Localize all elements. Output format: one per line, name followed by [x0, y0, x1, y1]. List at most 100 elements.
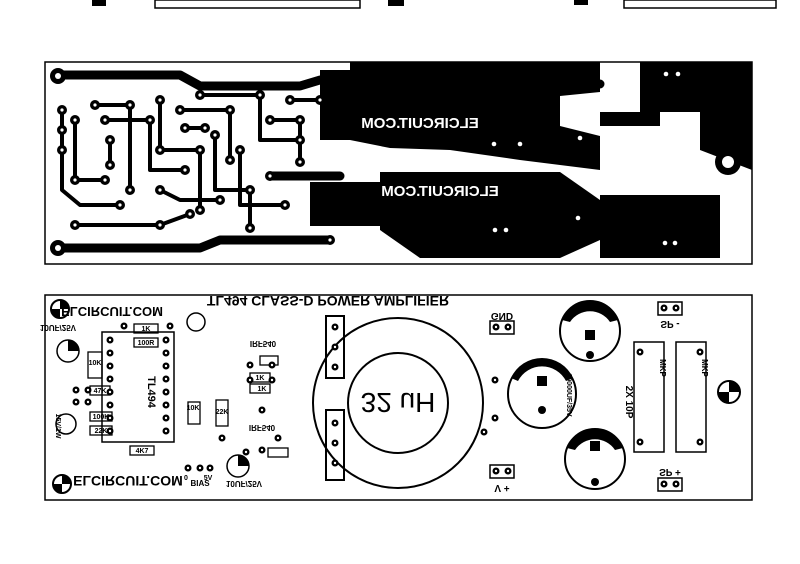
- strip-outline: [154, 0, 361, 9]
- silk-pad-drill: [506, 325, 510, 329]
- silk-resistor: [87, 351, 103, 379]
- silk-pad-drill: [698, 350, 702, 354]
- silk-pad-drill: [108, 403, 112, 407]
- resistor-label: 100K: [93, 414, 110, 421]
- sp-minus-connector: [657, 301, 683, 316]
- copper-pads: [57, 90, 335, 245]
- copper-watermark-1: ELCIRCUIT.COM: [361, 115, 479, 132]
- copper-pad-drill: [298, 138, 302, 142]
- tr-label-1: IRF540: [250, 339, 277, 348]
- silk-pad-drill: [506, 469, 510, 473]
- mounting-hole-drill: [55, 73, 61, 79]
- silk-pad-drill: [662, 482, 666, 486]
- silk-pad-drill: [482, 430, 486, 434]
- copper-pad-drill: [228, 108, 232, 112]
- silk-pad-drill: [164, 403, 168, 407]
- silk-pad-drill: [164, 364, 168, 368]
- small-label: 22K: [216, 409, 229, 416]
- silk-pad-drill: [164, 429, 168, 433]
- copper-pad-drill: [158, 98, 162, 102]
- cap-bias-label: 10UF/25V: [226, 479, 263, 488]
- trace: [475, 79, 605, 117]
- copper-pad-drill: [108, 138, 112, 142]
- silk-pad-drill: [108, 351, 112, 355]
- gnd-label: GND: [491, 310, 513, 321]
- silk-pad-drill: [164, 416, 168, 420]
- copper-pad-drill: [238, 148, 242, 152]
- sp-plus-label: SP +: [659, 466, 681, 477]
- trace: [198, 93, 302, 142]
- silk-pad-drill: [108, 364, 112, 368]
- resistor-label: 100R: [138, 340, 155, 347]
- bias-label: BIAS: [190, 479, 210, 488]
- drill: [675, 71, 681, 77]
- vplus-label: V +: [494, 482, 509, 493]
- silk-pad-drill: [186, 466, 190, 470]
- copper-pad-drill: [128, 188, 132, 192]
- silk-pad-drill: [638, 440, 642, 444]
- silk-pad-drill: [86, 388, 90, 392]
- trace: [55, 70, 325, 91]
- cap-polarity: [68, 340, 79, 351]
- cap-small: [186, 312, 206, 332]
- copper-pad-drill: [218, 198, 222, 202]
- copper-pad-drill: [213, 133, 217, 137]
- copper-pad-drill: [328, 238, 332, 242]
- silk-pad-drill: [164, 338, 168, 342]
- inductor-toroid: 32 uH: [312, 317, 484, 489]
- copper-pad-drill: [268, 118, 272, 122]
- cap-pad: [538, 406, 546, 414]
- silk-title: TL494 CLASS-D POWER AMPLIFIER: [207, 293, 449, 309]
- connectors: GND V + SP - SP +: [489, 301, 683, 493]
- silk-mounting-holes: [50, 299, 741, 494]
- silk-pad-drill: [198, 466, 202, 470]
- small-label: 10K: [187, 405, 200, 412]
- small-label: 0: [184, 475, 188, 482]
- copper-pad-drill: [283, 203, 287, 207]
- copper-pad-drill: [248, 188, 252, 192]
- top-cropped-strip: [92, 0, 777, 9]
- toroid-outer: [312, 317, 484, 489]
- copper-pad-drill: [158, 223, 162, 227]
- silk-pad-drill: [208, 466, 212, 470]
- silk-resistor: [267, 447, 289, 458]
- copper-watermark-2: ELCIRCUIT.COM: [381, 183, 499, 200]
- silk-pad-drill: [248, 363, 252, 367]
- copper-pad-drill: [103, 178, 107, 182]
- drill: [517, 141, 523, 147]
- cap-pad: [585, 330, 595, 340]
- cap-pad: [590, 441, 600, 451]
- copper-pad-drill: [198, 208, 202, 212]
- silk-pad-drill: [108, 390, 112, 394]
- mounting-hole-drill: [55, 245, 61, 251]
- cap-stripe: [562, 300, 618, 322]
- copper-plane-upper: [350, 62, 600, 170]
- mkp-cap-1: [633, 341, 665, 453]
- toroid-inner: [347, 352, 449, 454]
- drill: [577, 135, 583, 141]
- copper-plane-right-bottom: [600, 195, 720, 258]
- silk-pad-drill: [333, 421, 337, 425]
- filter-cap-top: [559, 300, 621, 362]
- silk-pad-drill: [270, 378, 274, 382]
- resistor-label: 47K: [94, 388, 107, 395]
- silk-pad-drill: [276, 436, 280, 440]
- ic-label: TL494: [145, 376, 157, 409]
- silk-resistor: [129, 445, 155, 456]
- inductor-value: 32 uH: [361, 387, 436, 418]
- silk-pad-drill: [698, 440, 702, 444]
- silk-pad-drill: [74, 400, 78, 404]
- copper-pad-drill: [148, 118, 152, 122]
- cap-stripe: [511, 357, 573, 381]
- copper-pad-drill: [288, 98, 292, 102]
- copper-pad-drill: [228, 158, 232, 162]
- copper-block: [320, 70, 350, 140]
- copper-pad-drill: [183, 126, 187, 130]
- copper-pad-drill: [73, 118, 77, 122]
- copper-pad-drill: [198, 148, 202, 152]
- mkp-label-2: MKP: [700, 359, 709, 377]
- copper-pad-drill: [60, 148, 64, 152]
- header-q2: [325, 409, 345, 481]
- silk-hole-mark: [718, 381, 740, 403]
- silk-pad-drill: [260, 448, 264, 452]
